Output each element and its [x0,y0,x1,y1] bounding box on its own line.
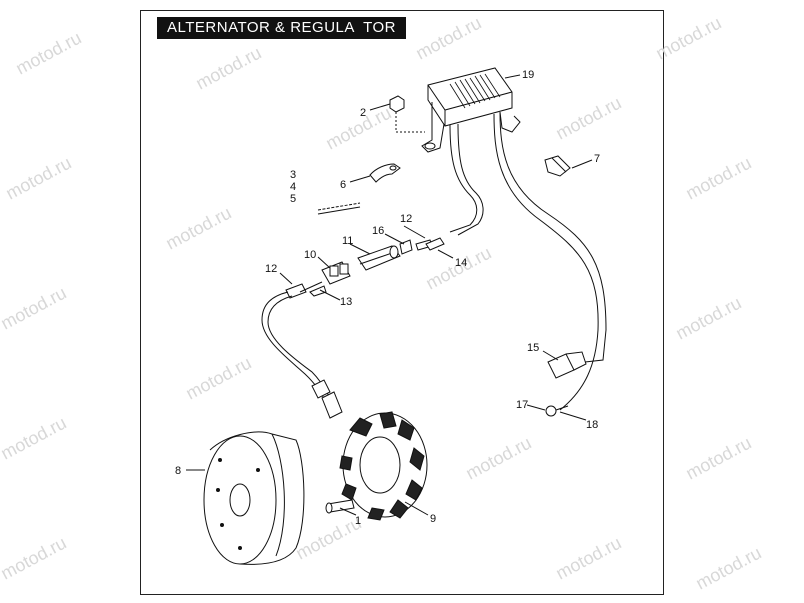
callout-19: 19 [522,69,534,81]
callout-labels: 2 3 4 5 6 7 8 9 1 10 11 12 12 13 14 15 1… [175,69,600,527]
watermark: motod.ru [162,203,234,254]
connector-part-16 [399,237,445,255]
watermark: motod.ru [552,93,624,144]
callout-15: 15 [527,342,539,354]
watermark: motod.ru [322,103,394,154]
watermark: motod.ru [182,353,254,404]
stator-wire [261,291,343,419]
callout-11: 11 [342,235,353,247]
callout-2: 2 [360,107,366,119]
callout-3: 3 [290,169,296,181]
diagram-title: ALTERNATOR & REGULA TOR [157,17,407,39]
callout-16: 16 [372,225,384,237]
watermark: motod.ru [652,13,724,64]
terminal-pins [317,202,361,215]
watermark: motod.ru [692,543,764,594]
clip-part-6 [369,163,401,183]
watermark: motod.ru [0,413,70,464]
connector-part-15 [547,351,587,379]
callout-18: 18 [586,419,598,431]
watermark: motod.ru [0,533,70,584]
bolt-part-1 [325,499,355,514]
watermark: motod.ru [0,283,70,334]
callout-9: 9 [430,513,436,525]
watermark: motod.ru [682,153,754,204]
terminals-part-12-13 [285,281,327,299]
callout-5: 5 [290,193,296,205]
voltage-regulator [421,67,521,153]
connector-part-10 [321,261,351,285]
callout-4: 4 [290,181,296,193]
callout-13: 13 [340,296,352,308]
bracket-part-7 [544,155,571,177]
callout-1: 1 [355,515,361,527]
rotor-part-8 [203,431,305,565]
watermark: motod.ru [462,433,534,484]
callout-14: 14 [455,257,467,269]
callout-6: 6 [340,179,346,191]
callout-8: 8 [175,465,181,477]
leader-lines [186,74,593,516]
watermark: motod.ru [12,28,84,79]
watermark: motod.ru [552,533,624,584]
watermark: motod.ru [192,43,264,94]
watermark: motod.ru [682,433,754,484]
watermark: motod.ru [2,153,74,204]
callout-12-upper: 12 [400,213,412,225]
watermark: motod.ru [672,293,744,344]
stator-part-9 [339,411,428,521]
watermark: motod.ru [412,13,484,64]
nut-part-2 [389,95,425,133]
callout-12-lower: 12 [265,263,277,275]
callout-7: 7 [594,153,600,165]
ring-terminal-part-17 [545,405,569,417]
callout-17: 17 [516,399,528,411]
callout-10: 10 [304,249,316,261]
regulator-wires [449,111,607,411]
connector-housing-11 [357,245,401,271]
watermark: motod.ru [292,513,364,564]
